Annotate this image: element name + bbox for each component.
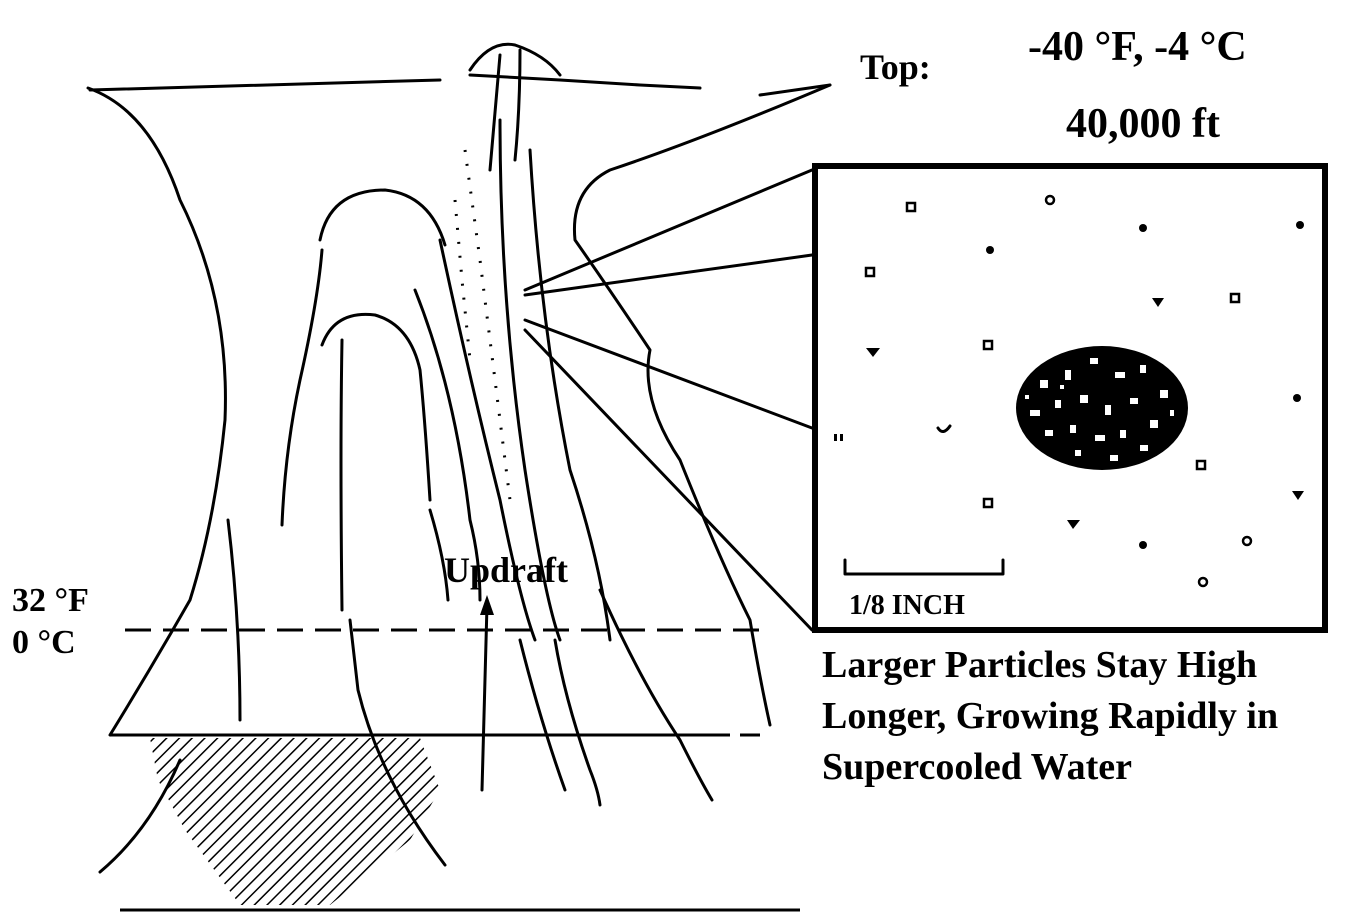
updraft-arrow-head — [480, 595, 494, 615]
inner-arch-upper — [282, 190, 445, 525]
precipitation-shaft — [150, 738, 440, 905]
downdraft-line-3 — [228, 520, 240, 720]
droplet — [840, 434, 843, 441]
updraft-arrow-shaft — [482, 605, 487, 790]
caption-line-3: Supercooled Water — [822, 748, 1132, 786]
scale-label: 1/8 INCH — [849, 592, 965, 620]
updraft-label: Updraft — [444, 552, 568, 588]
large-ice-particle — [1016, 346, 1188, 470]
zoom-line-2 — [525, 255, 812, 295]
caption-line-1: Larger Particles Stay High — [822, 646, 1257, 684]
zoom-line-1 — [525, 170, 812, 290]
downdraft-line-1 — [341, 340, 342, 610]
anvil-top-line — [90, 75, 830, 95]
overshooting-top — [470, 44, 560, 170]
cloud-outline-left — [88, 88, 225, 735]
droplet — [1296, 221, 1304, 229]
streamline-6 — [600, 590, 712, 800]
caption-line-2: Longer, Growing Rapidly in — [822, 697, 1278, 735]
droplet — [834, 434, 837, 441]
top-altitude: 40,000 ft — [1066, 103, 1220, 145]
droplet — [1139, 541, 1147, 549]
droplet — [1139, 224, 1147, 232]
droplet — [986, 246, 994, 254]
top-temperature: -40 °F, -4 °C — [1028, 26, 1247, 68]
droplet — [1293, 394, 1301, 402]
top-label: Top: — [860, 49, 931, 85]
freezing-level-c: 0 °C — [12, 626, 76, 660]
freezing-level-f: 32 °F — [12, 584, 89, 618]
inner-arch-lower — [322, 314, 430, 500]
